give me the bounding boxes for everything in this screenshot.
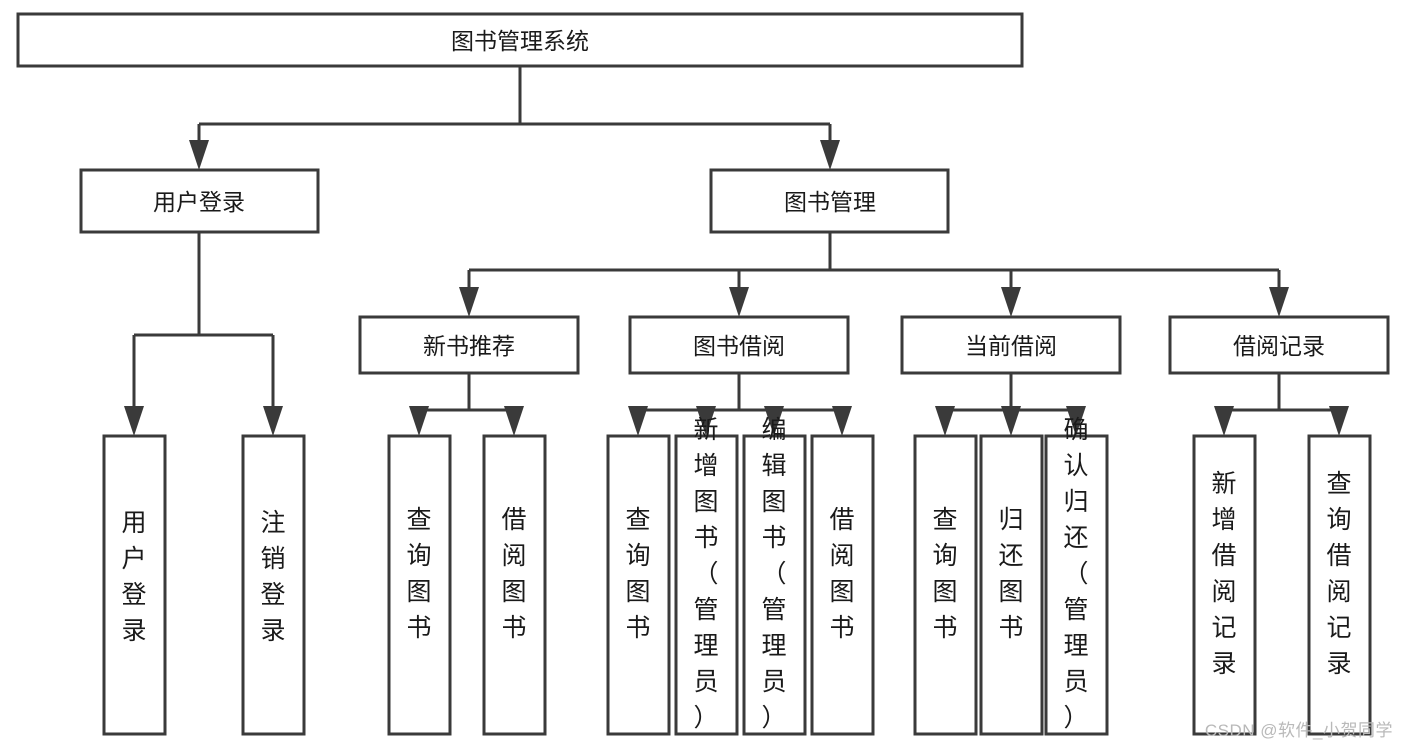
- arrow-head-leaf-nbr-1: [504, 406, 524, 436]
- leaf-user-login-0-label: 用户登录: [121, 509, 146, 645]
- leaf-node[interactable]: 新增借阅记录: [1192, 434, 1257, 736]
- leaf-cb-0-box[interactable]: [913, 434, 978, 736]
- leaf-node[interactable]: 借阅图书: [482, 434, 547, 736]
- leaf-node[interactable]: 查询图书: [387, 434, 452, 736]
- leaf-node[interactable]: 新增图书（管理员）: [674, 416, 739, 736]
- node-new-book-recommend-label: 新书推荐: [423, 333, 515, 359]
- leaf-nbr-0-label: 查询图书: [406, 506, 431, 642]
- leaf-br-0-box[interactable]: [1192, 434, 1257, 736]
- node-user-login-label: 用户登录: [153, 189, 245, 215]
- leaf-node[interactable]: 查询图书: [913, 434, 978, 736]
- leaf-user-login-1-label: 注销登录: [260, 509, 285, 645]
- leaf-bb-0-label: 查询图书: [625, 506, 650, 642]
- arrow-head-leaf-br-1: [1329, 406, 1349, 436]
- node-borrow-record-label: 借阅记录: [1233, 333, 1325, 359]
- node-borrow-record-box[interactable]: [1168, 315, 1390, 375]
- arrow-head-leaf-bb-2: [764, 406, 784, 436]
- arrow-head-user-login: [189, 140, 209, 170]
- leaf-bb-3-label: 借阅图书: [829, 506, 854, 642]
- leaf-node[interactable]: 查询借阅记录: [1307, 434, 1372, 736]
- arrow-head-leaf-br-0: [1214, 406, 1234, 436]
- node-user-login-box[interactable]: [79, 168, 320, 234]
- arrow-head-leaf-user-login-1: [263, 406, 283, 436]
- connector-group-borrow-record: [1214, 373, 1349, 436]
- leaf-br-1-box[interactable]: [1307, 434, 1372, 736]
- connector-group-root: [189, 66, 840, 170]
- leaf-bb-1-label: 新增图书（管理员）: [693, 416, 718, 732]
- leaf-cb-2-label: 确认归还（管理员）: [1063, 416, 1088, 732]
- node-new-book-recommend[interactable]: 新书推荐: [358, 315, 580, 375]
- node-book-management[interactable]: 图书管理: [709, 168, 950, 234]
- leaf-bb-3-box[interactable]: [810, 434, 875, 736]
- node-current-borrow-label: 当前借阅: [965, 333, 1057, 359]
- arrow-head-leaf-cb-1: [1001, 406, 1021, 436]
- leaf-nbr-1-box[interactable]: [482, 434, 547, 736]
- leaf-bb-2-box[interactable]: [742, 434, 807, 736]
- node-book-management-label: 图书管理: [784, 189, 876, 215]
- arrow-head-leaf-bb-0: [628, 406, 648, 436]
- leaf-node[interactable]: 归还图书: [979, 434, 1044, 736]
- leaf-bb-0-box[interactable]: [606, 434, 671, 736]
- connector-group-book-mgmt: [459, 232, 1289, 317]
- leaf-cb-1-label: 归还图书: [998, 506, 1023, 642]
- node-root-box[interactable]: [16, 12, 1024, 68]
- arrow-head-borrow-record: [1269, 287, 1289, 317]
- arrow-head-new-book-recommend: [459, 287, 479, 317]
- leaf-nbr-1-label: 借阅图书: [501, 506, 526, 642]
- node-current-borrow[interactable]: 当前借阅: [900, 315, 1122, 375]
- arrow-head-leaf-bb-1: [696, 406, 716, 436]
- leaf-cb-0-label: 查询图书: [932, 506, 957, 642]
- leaf-br-0-label: 新增借阅记录: [1211, 470, 1236, 678]
- arrow-head-leaf-cb-0: [935, 406, 955, 436]
- arrow-head-book-borrow: [729, 287, 749, 317]
- leaf-nbr-0-box[interactable]: [387, 434, 452, 736]
- connector-group-user-login: [124, 232, 283, 436]
- arrow-head-leaf-nbr-0: [409, 406, 429, 436]
- arrow-head-leaf-bb-3: [832, 406, 852, 436]
- node-book-borrow-box[interactable]: [628, 315, 850, 375]
- leaf-node[interactable]: 确认归还（管理员）: [1044, 416, 1109, 736]
- arrow-head-leaf-cb-2: [1066, 406, 1086, 436]
- node-root[interactable]: 图书管理系统: [16, 12, 1024, 68]
- leaf-cb-1-box[interactable]: [979, 434, 1044, 736]
- leaf-node[interactable]: 编辑图书（管理员）: [742, 416, 807, 736]
- connector-group-current-borrow: [935, 373, 1086, 436]
- node-borrow-record[interactable]: 借阅记录: [1168, 315, 1390, 375]
- node-root-label: 图书管理系统: [451, 28, 589, 54]
- arrow-head-book-mgmt: [820, 140, 840, 170]
- leaf-node[interactable]: 注销登录: [241, 434, 306, 736]
- leaf-node[interactable]: 用户登录: [102, 434, 167, 736]
- node-book-management-box[interactable]: [709, 168, 950, 234]
- leaf-br-1-label: 查询借阅记录: [1326, 470, 1351, 678]
- node-book-borrow[interactable]: 图书借阅: [628, 315, 850, 375]
- node-current-borrow-box[interactable]: [900, 315, 1122, 375]
- leaf-cb-2-box[interactable]: [1044, 434, 1109, 736]
- node-book-borrow-label: 图书借阅: [693, 333, 785, 359]
- leaf-node[interactable]: 查询图书: [606, 434, 671, 736]
- leaf-bb-1-box[interactable]: [674, 434, 739, 736]
- leaf-user-login-0-box[interactable]: [102, 434, 167, 736]
- leaf-bb-2-label: 编辑图书（管理员）: [761, 416, 786, 732]
- connector-group-new-book-recommend: [409, 373, 524, 436]
- node-new-book-recommend-box[interactable]: [358, 315, 580, 375]
- node-user-login[interactable]: 用户登录: [79, 168, 320, 234]
- leaf-node[interactable]: 借阅图书: [810, 434, 875, 736]
- leaf-user-login-1-box[interactable]: [241, 434, 306, 736]
- arrow-head-current-borrow: [1001, 287, 1021, 317]
- arrow-head-leaf-user-login-0: [124, 406, 144, 436]
- connector-group-book-borrow: [628, 373, 852, 436]
